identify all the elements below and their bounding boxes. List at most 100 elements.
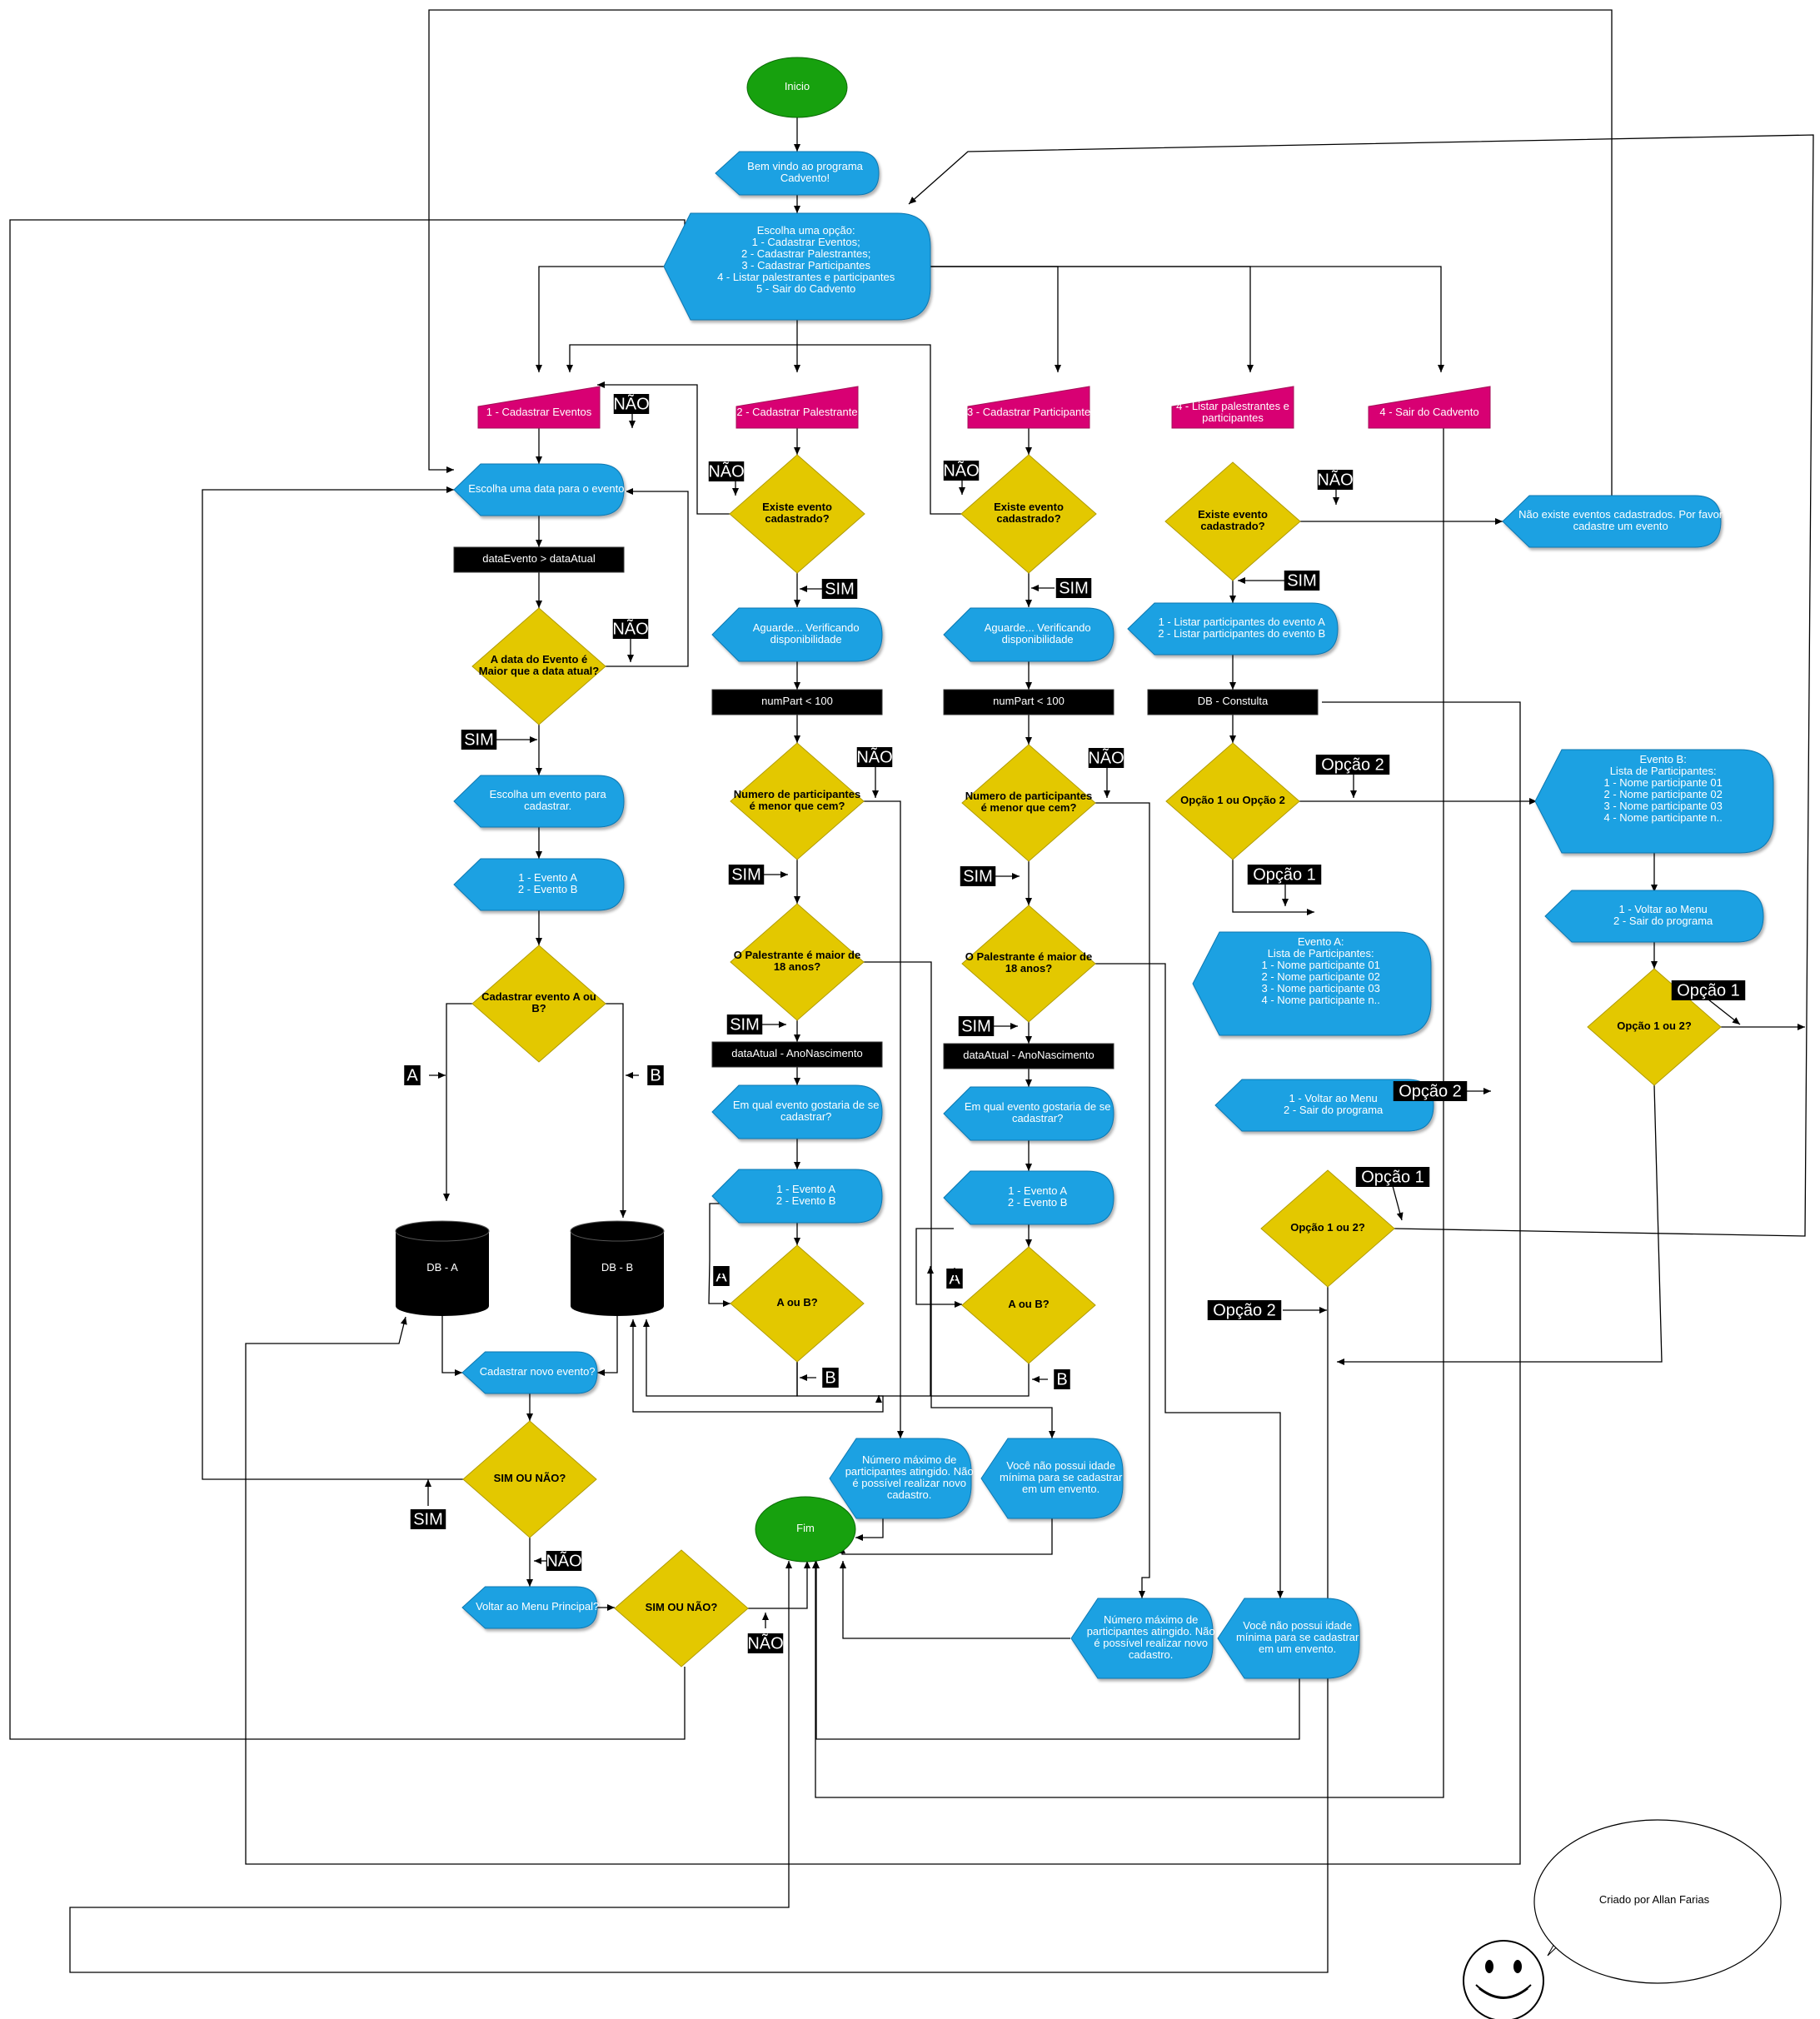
a-or-b-decision-2-label: A ou B? bbox=[776, 1296, 817, 1309]
option-cadastrar-eventos[interactable]: 1 - Cadastrar Eventos bbox=[477, 386, 601, 429]
option-1-2-decision-b-label: Opção 1 ou 2? bbox=[1617, 1019, 1692, 1032]
svg-text:NÃO: NÃO bbox=[1088, 747, 1124, 767]
branch-tag-sim: SIM bbox=[800, 579, 858, 599]
main-menu-display[interactable]: Escolha uma opção:1 - Cadastrar Eventos;… bbox=[663, 212, 931, 321]
db-a-cylinder[interactable]: DB - A bbox=[395, 1220, 490, 1316]
date-compare-process[interactable]: dataEvento > dataAtual bbox=[453, 546, 625, 573]
option-cadastrar-participante-label: 3 - Cadastrar Participante bbox=[967, 406, 1090, 418]
branch-tag-a: A bbox=[946, 1268, 963, 1289]
branch-tag-sim: SIM bbox=[1238, 571, 1320, 591]
connector-lines bbox=[9, 9, 1814, 1973]
branch-tag-nao: NÃO bbox=[943, 460, 980, 495]
branch-tag-sim: SIM bbox=[726, 1014, 786, 1034]
connector-43 bbox=[566, 344, 961, 515]
option-sair[interactable]: 4 - Sair do Cadvento bbox=[1368, 386, 1491, 429]
author-speech-bubble: Criado por Allan Farias bbox=[1533, 1819, 1782, 1984]
svg-text:SIM: SIM bbox=[1059, 579, 1089, 597]
option-1-2-decision-b[interactable]: Opção 1 ou 2? bbox=[1587, 968, 1722, 1086]
option-1-2-decision-a-label: Opção 1 ou 2? bbox=[1290, 1221, 1365, 1234]
svg-text:B: B bbox=[650, 1066, 661, 1084]
svg-text:Opção 1: Opção 1 bbox=[1361, 1168, 1424, 1186]
event-a-list-display[interactable]: Evento A:Lista de Participantes:1 - Nome… bbox=[1192, 931, 1432, 1036]
a-or-b-decision-3[interactable]: A ou B? bbox=[961, 1246, 1096, 1364]
option-cadastrar-palestrante[interactable]: 2 - Cadastrar Palestrante bbox=[735, 386, 859, 429]
svg-text:NÃO: NÃO bbox=[856, 746, 892, 766]
age-calc-process-2-label: dataAtual - AnoNascimento bbox=[731, 1047, 863, 1059]
option-cadastrar-participante[interactable]: 3 - Cadastrar Participante bbox=[967, 386, 1090, 429]
yes-no-decision-1[interactable]: SIM OU NÃO? bbox=[462, 1420, 597, 1538]
db-b-cylinder-label: DB - B bbox=[601, 1261, 633, 1274]
connector-60 bbox=[428, 9, 1613, 496]
branch-tag-opcao2: Opção 2 bbox=[1393, 1081, 1491, 1101]
svg-text:SIM: SIM bbox=[825, 580, 855, 598]
connector-15 bbox=[443, 1003, 472, 1201]
branch-tag-b: B bbox=[626, 1065, 664, 1085]
db-a-cylinder-label: DB - A bbox=[426, 1261, 458, 1274]
svg-text:SIM: SIM bbox=[963, 867, 993, 885]
yes-no-decision-2[interactable]: SIM OU NÃO? bbox=[614, 1549, 749, 1668]
numpart-process-2[interactable]: numPart < 100 bbox=[711, 689, 883, 715]
svg-text:Opção 2: Opção 2 bbox=[1213, 1301, 1276, 1319]
connector-40 bbox=[839, 1518, 1053, 1555]
yes-no-decision-1-label: SIM OU NÃO? bbox=[494, 1472, 566, 1484]
branch-tag-nao: NÃO bbox=[708, 461, 745, 496]
age-calc-process-3[interactable]: dataAtual - AnoNascimento bbox=[943, 1043, 1114, 1069]
event-b-list-display[interactable]: Evento B:Lista de Participantes:1 - Nome… bbox=[1534, 749, 1774, 854]
a-or-b-decision-2[interactable]: A ou B? bbox=[730, 1244, 865, 1363]
age-calc-process-2[interactable]: dataAtual - AnoNascimento bbox=[711, 1041, 883, 1068]
branch-tag-nao: NÃO bbox=[1088, 747, 1124, 798]
back-menu-display[interactable]: Voltar ao Menu Principal? bbox=[461, 1586, 599, 1629]
svg-text:Opção 2: Opção 2 bbox=[1399, 1082, 1462, 1100]
option-1-2-decision-a[interactable]: Opção 1 ou 2? bbox=[1260, 1169, 1395, 1288]
end-terminal[interactable]: Fim bbox=[755, 1496, 856, 1563]
db-b-cylinder[interactable]: DB - B bbox=[570, 1220, 665, 1316]
svg-text:SIM: SIM bbox=[413, 1510, 443, 1528]
numpart-process-3[interactable]: numPart < 100 bbox=[943, 689, 1114, 715]
new-event-display[interactable]: Cadastrar novo evento? bbox=[461, 1351, 598, 1394]
choose-date-display[interactable]: Escolha uma data para o evento. bbox=[453, 463, 627, 516]
svg-text:NÃO: NÃO bbox=[546, 1550, 581, 1570]
connector-17 bbox=[441, 1316, 462, 1376]
connector-67 bbox=[69, 1287, 1329, 1973]
connector-7 bbox=[930, 266, 1444, 372]
db-query-process[interactable]: DB - Constulta bbox=[1147, 689, 1319, 715]
branch-tag-a: A bbox=[404, 1065, 446, 1085]
no-events-display[interactable]: Não existe eventos cadastrados. Por favo… bbox=[1502, 495, 1723, 548]
svg-text:Opção 2: Opção 2 bbox=[1321, 755, 1384, 774]
option-1-2-decision[interactable]: Opção 1 ou Opção 2 bbox=[1165, 742, 1300, 860]
connector-66 bbox=[245, 701, 1521, 1865]
start-terminal[interactable]: Inicio bbox=[746, 57, 848, 118]
